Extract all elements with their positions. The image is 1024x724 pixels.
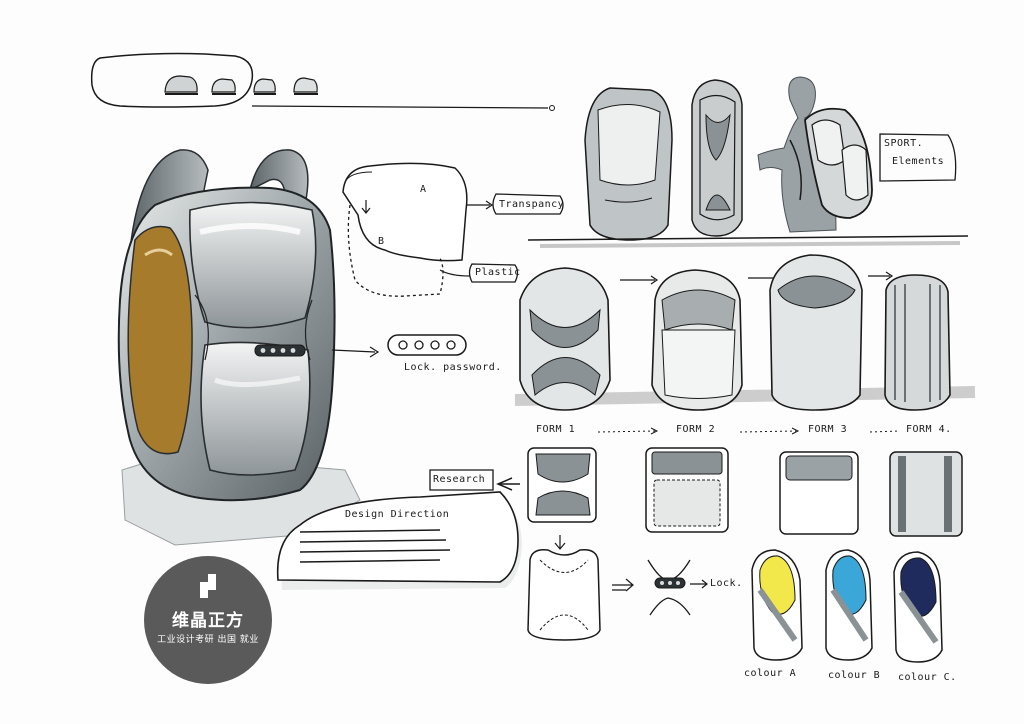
brand-logo-icon [200, 574, 216, 598]
part-b-label: B [378, 236, 385, 247]
mini-sketch-1 [164, 75, 198, 95]
colour-b-sketch [825, 549, 873, 661]
plastic-label: Plastic [475, 267, 521, 278]
form-2-label: FORM 2 [676, 424, 716, 435]
colour-a-label: colour A [744, 668, 797, 679]
colour-variants [751, 549, 943, 663]
form-4-label: FORM 4. [906, 424, 952, 435]
brand-name: 维晶正方 [172, 611, 244, 631]
shell-layers-sketch [342, 162, 564, 297]
lock-password-sketch [387, 334, 467, 356]
colour-a-sketch [751, 549, 803, 661]
lock-label: Lock. [710, 578, 743, 589]
transparency-label: Transpancy [499, 199, 565, 210]
form-3-label: FORM 3 [808, 424, 848, 435]
top-idea-box [90, 52, 555, 111]
main-backpack-render [117, 149, 380, 546]
mini-sketch-3 [253, 78, 276, 95]
research-label: Research [433, 474, 486, 485]
design-direction-block [276, 469, 522, 590]
lock-detail-row [527, 535, 708, 641]
inspiration-row [527, 76, 969, 248]
colour-c-sketch [893, 551, 943, 663]
form-labels-arrows [597, 427, 901, 435]
colour-c-label: colour C. [898, 672, 957, 683]
form-evolution-row [514, 254, 976, 411]
lock-password-label: Lock. password. [404, 362, 502, 373]
sport-elements-label-2: Elements [892, 156, 945, 167]
form-1-label: FORM 1 [536, 424, 576, 435]
colour-b-label: colour B [828, 670, 881, 681]
mini-sketch-2 [211, 78, 236, 95]
brand-tagline: 工业设计考研 出国 就业 [157, 635, 259, 645]
brand-badge: 维晶正方 工业设计考研 出国 就业 [144, 556, 272, 684]
part-a-label: A [420, 184, 427, 195]
design-direction-label: Design Direction [345, 509, 450, 520]
mini-sketch-4 [293, 77, 318, 95]
form-front-views [527, 447, 963, 537]
sport-elements-label-1: SPORT. [884, 138, 924, 149]
